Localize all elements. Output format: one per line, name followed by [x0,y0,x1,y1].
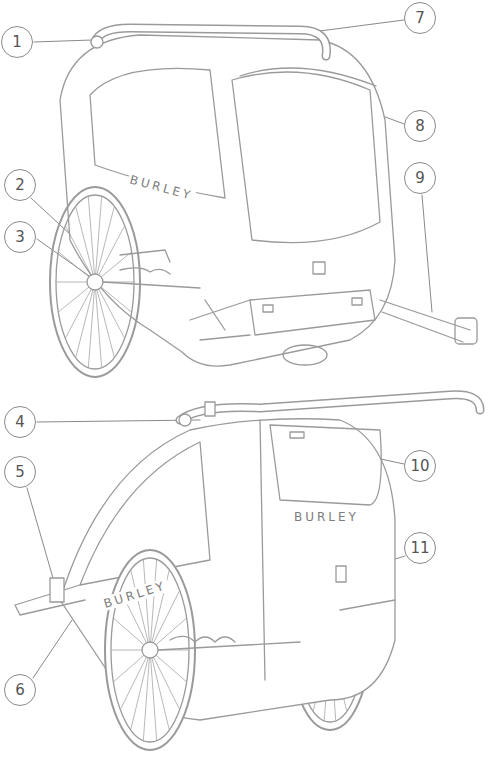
callout-number: 8 [404,110,436,142]
callout-text: 10 [410,459,429,474]
brand-label: BURLEY [292,510,361,524]
wheel-spoke [95,282,124,337]
callout-text: 7 [415,11,425,26]
callout-text: 6 [15,683,25,698]
wheel-spoke [143,560,150,650]
callout-number: 10 [404,450,436,482]
callout-number: 5 [4,456,36,488]
wheel-spoke [131,650,150,729]
wheel-spoke [66,227,95,282]
wheel-spoke [95,208,114,283]
callout-text: 2 [15,178,25,193]
callout-text: 9 [415,171,425,186]
wheel-spoke [150,650,179,709]
callout-number: 4 [4,406,36,438]
callout-text: 11 [410,541,429,556]
wheel-spoke [66,282,95,337]
trailer-front-view [50,28,477,377]
wheel-spoke [121,650,150,709]
wheel-spoke [95,227,124,282]
wheel-spoke [95,282,102,367]
wheel-spoke [76,282,95,357]
callout-number: 11 [404,532,436,564]
callout-number: 1 [1,26,33,58]
wheel-spoke [150,592,179,651]
callout-number: 2 [4,169,36,201]
callout-number: 6 [4,674,36,706]
callout-text: 8 [415,119,425,134]
callout-number: 7 [404,2,436,34]
callout-text: 3 [15,230,25,245]
callout-text: 4 [15,415,25,430]
callout-number: 3 [4,221,36,253]
trailer-rear-view [15,395,480,750]
callout-text: 5 [15,465,25,480]
callout-text: 1 [12,35,22,50]
callout-number: 9 [404,162,436,194]
wheel-spoke [150,650,157,740]
wheel-spoke [88,197,95,282]
